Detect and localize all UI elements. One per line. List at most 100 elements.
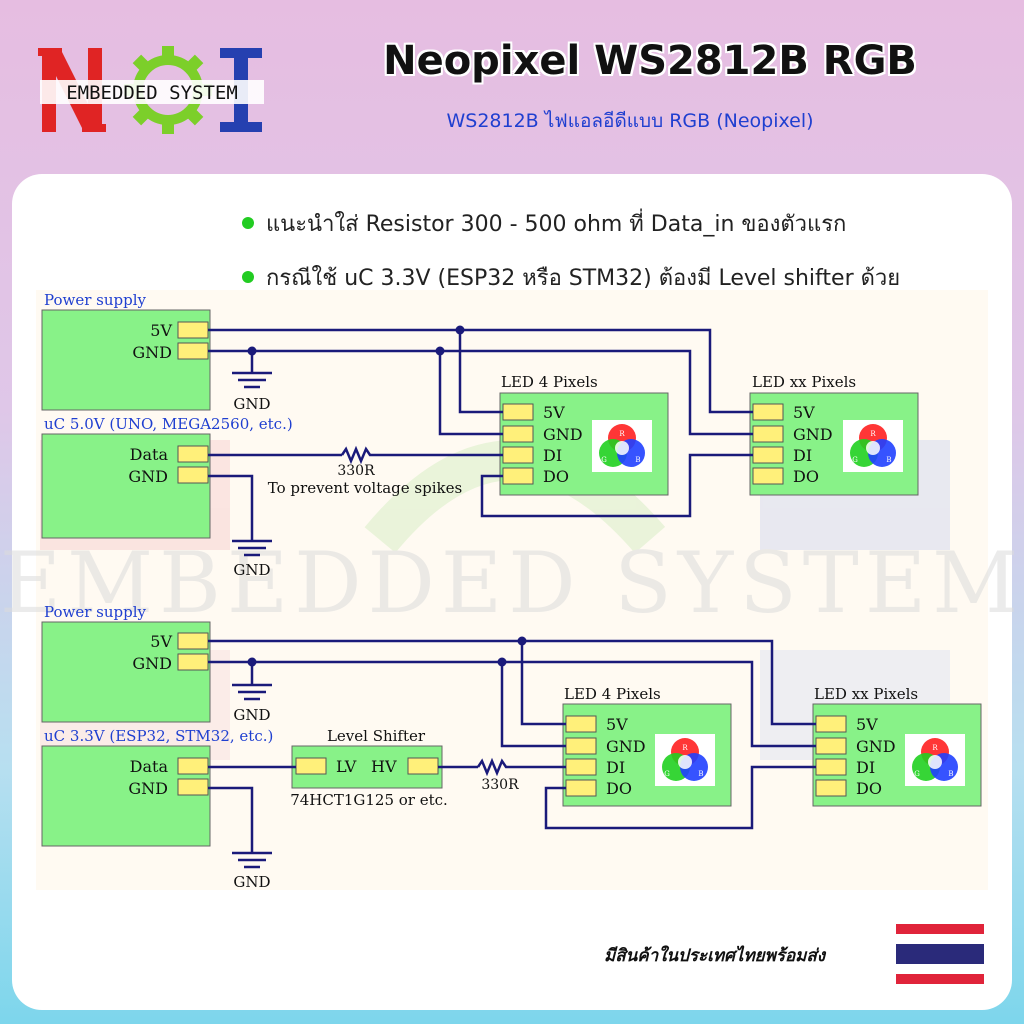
rgb-led-icon	[905, 734, 965, 786]
brand-logo: EMBEDDED SYSTEM	[38, 46, 264, 134]
led2-pin-5v-label: 5V	[856, 715, 878, 734]
power-supply-title: Power supply	[44, 603, 147, 621]
led1-pin-di-label: DI	[606, 758, 625, 777]
circuit-5v: Power supply 5V GND uC 5.0V (UNO, MEGA25…	[41, 291, 919, 579]
bullet-icon	[242, 271, 254, 283]
led2-pin-di	[752, 446, 784, 464]
power-pin-5v-label: 5V	[150, 321, 172, 340]
ground-symbol-icon	[232, 539, 272, 557]
uc-pin-gnd-label: GND	[128, 467, 168, 486]
ground-symbol-icon	[232, 683, 272, 701]
gnd-label: GND	[233, 561, 270, 579]
rgb-label: G	[664, 770, 670, 778]
led1-pin-gnd	[565, 737, 597, 755]
rgb-led-icon	[655, 734, 715, 786]
resistor-note: To prevent voltage spikes	[268, 479, 462, 497]
power-pin-gnd	[177, 653, 209, 671]
led2-pin-5v	[815, 715, 847, 733]
resistor-label: 330R	[481, 777, 519, 793]
rgb-label: R	[870, 430, 876, 438]
led1-pin-gnd-label: GND	[606, 737, 646, 756]
rgb-label: R	[682, 744, 688, 752]
rgb-label: G	[914, 770, 920, 778]
rgb-label: B	[948, 770, 953, 778]
uc-pin-data	[177, 445, 209, 463]
ground-symbol-icon	[232, 851, 272, 869]
rgb-label: B	[635, 456, 640, 464]
led2-pin-di	[815, 758, 847, 776]
power-pin-gnd-label: GND	[132, 343, 172, 362]
power-supply-title: Power supply	[44, 291, 147, 309]
rgb-label: B	[698, 770, 703, 778]
gnd-label: GND	[233, 395, 270, 413]
in-stock-note: มีสินค้าในประเทศไทยพร้อมส่ง	[604, 946, 826, 966]
led1-title: LED 4 Pixels	[501, 373, 598, 391]
shifter-lv-label: LV	[336, 757, 357, 776]
led2-pin-gnd-label: GND	[856, 737, 896, 756]
logo-text: EMBEDDED SYSTEM	[66, 82, 238, 104]
circuit-3v3: Power supply 5V GND uC 3.3V (ESP32, STM3…	[41, 603, 982, 891]
led1-pin-do-label: DO	[606, 779, 632, 798]
led1-pin-di-label: DI	[543, 446, 562, 465]
led1-pin-di	[565, 758, 597, 776]
led2-pin-5v-label: 5V	[793, 403, 815, 422]
led2-pin-gnd	[752, 425, 784, 443]
circuit-3v3-wires	[208, 639, 816, 852]
gnd-label: GND	[233, 706, 270, 724]
rgb-label: B	[886, 456, 891, 464]
ground-symbol-icon	[232, 371, 272, 389]
rgb-led-icon	[592, 420, 652, 472]
bullet-icon	[242, 217, 254, 229]
rgb-label: G	[852, 456, 858, 464]
shifter-hv-label: HV	[371, 757, 397, 776]
level-shifter-title: Level Shifter	[327, 727, 426, 745]
led1-pin-gnd-label: GND	[543, 425, 583, 444]
led2-title: LED xx Pixels	[752, 373, 856, 391]
power-pin-gnd-label: GND	[132, 654, 172, 673]
uc-pin-gnd	[177, 778, 209, 796]
led2-pin-di-label: DI	[856, 758, 875, 777]
uc-title: uC 3.3V (ESP32, STM32, etc.)	[44, 727, 273, 745]
led1-pin-gnd	[502, 425, 534, 443]
power-pin-5v	[177, 321, 209, 339]
uc-pin-gnd-label: GND	[128, 779, 168, 798]
uc-pin-data-label: Data	[130, 757, 169, 776]
junction-dots	[247, 325, 465, 356]
led2-pin-do-label: DO	[793, 467, 819, 486]
uc-title: uC 5.0V (UNO, MEGA2560, etc.)	[44, 415, 293, 433]
junction-dots	[247, 636, 527, 667]
power-pin-gnd	[177, 342, 209, 360]
note-level-shifter: กรณีใช้ uC 3.3V (ESP32 หรือ STM32) ต้องม…	[242, 260, 900, 295]
led2-pin-gnd	[815, 737, 847, 755]
led1-pin-do-label: DO	[543, 467, 569, 486]
led1-pin-5v	[502, 403, 534, 421]
led2-pin-do-label: DO	[856, 779, 882, 798]
led1-pin-5v	[565, 715, 597, 733]
power-pin-5v	[177, 632, 209, 650]
led1-pin-5v-label: 5V	[543, 403, 565, 422]
led1-pin-do	[502, 467, 534, 485]
led2-pin-do	[815, 779, 847, 797]
led2-pin-do	[752, 467, 784, 485]
led2-title: LED xx Pixels	[814, 685, 918, 703]
led1-pin-di	[502, 446, 534, 464]
level-shifter-part: 74HCT1G125 or etc.	[290, 791, 448, 809]
rgb-label: R	[619, 430, 625, 438]
power-pin-5v-label: 5V	[150, 632, 172, 651]
page-title: Neopixel WS2812B RGB	[383, 38, 917, 84]
note-resistor: แนะนำใส่ Resistor 300 - 500 ohm ที่ Data…	[242, 206, 846, 241]
gnd-label: GND	[233, 873, 270, 891]
led2-pin-gnd-label: GND	[793, 425, 833, 444]
page-subtitle: WS2812B ไฟแอลอีดีแบบ RGB (Neopixel)	[446, 110, 814, 132]
rgb-label: R	[932, 744, 938, 752]
led1-title: LED 4 Pixels	[564, 685, 661, 703]
watermark-text: EMBEDDED SYSTEM	[0, 534, 1024, 632]
rgb-led-icon	[843, 420, 903, 472]
led1-pin-do	[565, 779, 597, 797]
shifter-pin-hv	[407, 757, 439, 775]
led2-pin-di-label: DI	[793, 446, 812, 465]
shifter-pin-lv	[295, 757, 327, 775]
uc-pin-gnd	[177, 466, 209, 484]
